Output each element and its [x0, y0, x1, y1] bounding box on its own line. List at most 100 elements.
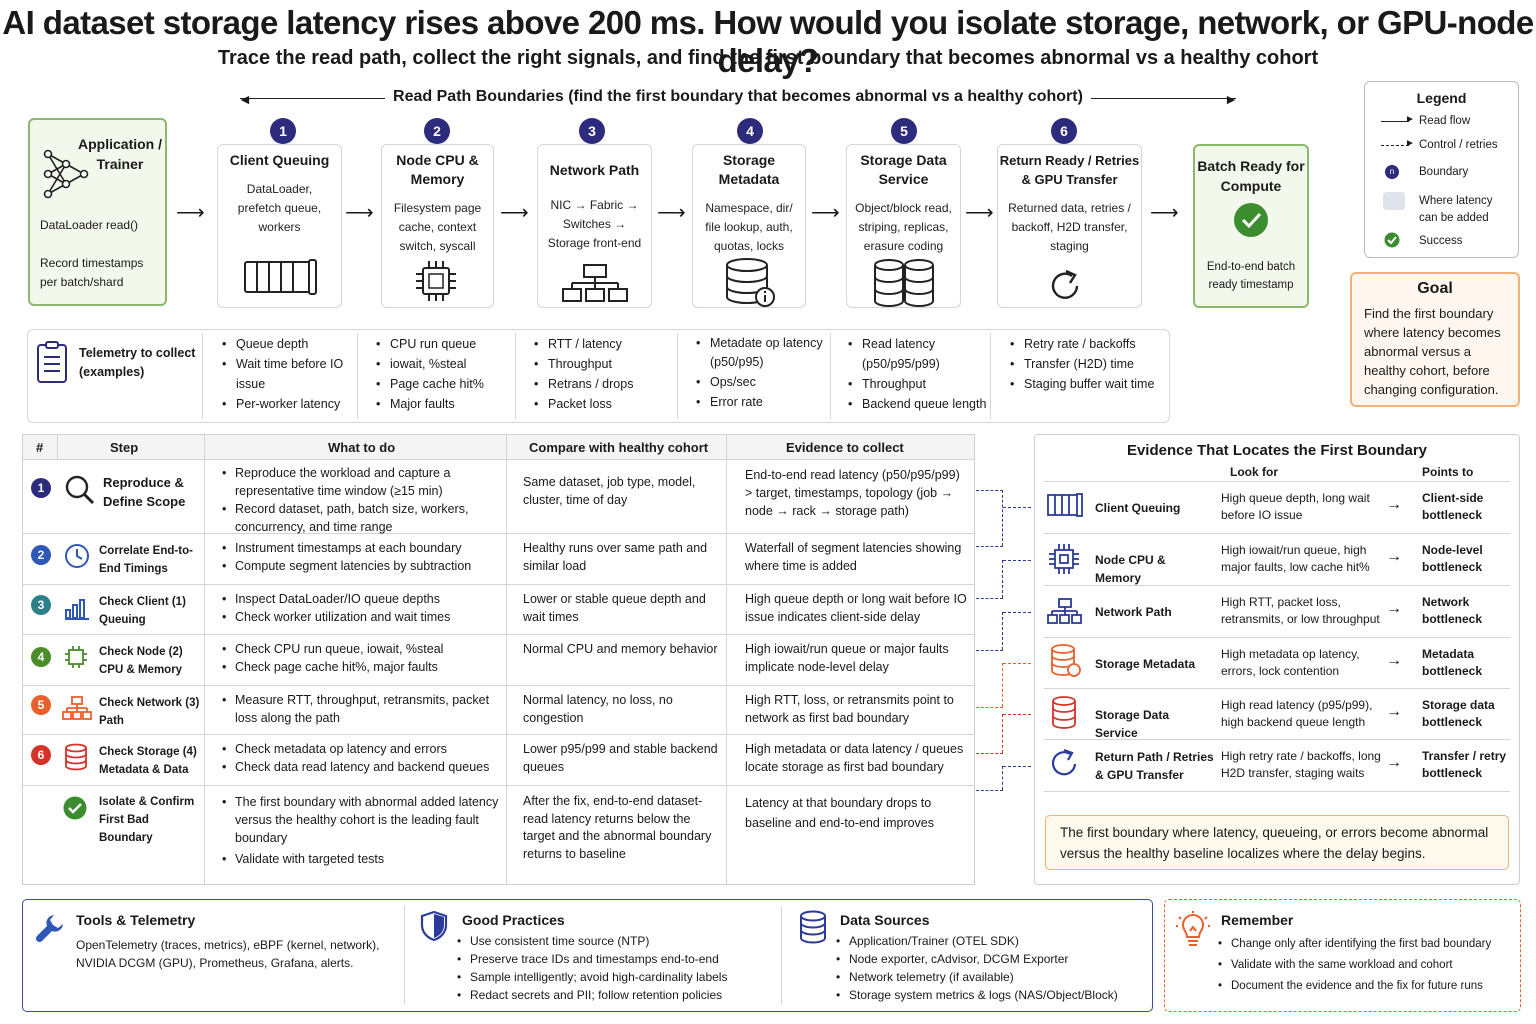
stage-title: Client Queuing	[229, 152, 330, 168]
boundary-4-badge: 4	[737, 118, 763, 144]
list-item: Sample intelligently; avoid high-cardina…	[457, 968, 773, 986]
todo-item: Check CPU run queue, iowait, %steal	[222, 640, 502, 658]
list-item: Network telemetry (if available)	[836, 968, 1148, 986]
application-trainer-box: Application / Trainer DataLoader read() …	[28, 118, 167, 306]
boundary-2-badge: 2	[424, 118, 450, 144]
practices-title: Good Practices	[462, 912, 565, 928]
boundary-5-badge: 5	[891, 118, 917, 144]
flow-arrow: ⟶	[1150, 202, 1179, 224]
col-header: #	[36, 440, 44, 455]
database-icon	[800, 910, 826, 944]
row-badge: 2	[31, 545, 51, 565]
telemetry-column: Retry rate / backoffsTransfer (H2D) time…	[1010, 334, 1158, 394]
todo-item: Check worker utilization and wait times	[222, 608, 502, 626]
evidence-boundary-name: Node CPU & Memory	[1095, 553, 1166, 585]
points-arrow-icon: →	[1386, 652, 1402, 669]
evidence-summary: The first boundary where latency, queuei…	[1060, 825, 1489, 861]
todo-list: The first boundary with abnormal added l…	[222, 793, 502, 868]
evidence-points-to: Storage data bottleneck	[1422, 698, 1495, 729]
success-check-icon	[1234, 203, 1268, 237]
latency-area-legend-icon	[1383, 192, 1405, 210]
app-line2: Record timestamps per batch/shard	[40, 256, 144, 289]
goal-title: Goal	[1417, 280, 1453, 297]
steps-table	[22, 434, 975, 885]
telemetry-column: Read latency (p50/p95/p99)ThroughputBack…	[848, 334, 988, 414]
todo-list: Reproduce the workload and capture a rep…	[222, 464, 502, 536]
telemetry-column: Queue depthWait time before IO issuePer-…	[222, 334, 362, 414]
stage-desc: NIC → Fabric → Switches → Storage front-…	[547, 198, 642, 250]
remember-box	[1164, 899, 1521, 1012]
evidence-boundary-name: Return Path / Retries & GPU Transfer	[1095, 750, 1214, 782]
compare-text: Lower p95/p99 and stable backend queues	[523, 742, 718, 774]
sources-title: Data Sources	[840, 912, 930, 928]
table-header	[23, 435, 974, 459]
cpu-icon	[416, 261, 456, 301]
telemetry-item: Queue depth	[222, 334, 362, 354]
telemetry-column: Metadate op latency (p50/p95)Ops/secErro…	[696, 334, 836, 412]
points-arrow-icon: →	[1386, 600, 1402, 617]
telemetry-column: CPU run queueiowait, %stealPage cache hi…	[376, 334, 516, 414]
arrowhead-icon: ►	[1405, 138, 1415, 149]
telemetry-item: Metadate op latency (p50/p95)	[696, 334, 836, 372]
todo-list: Check metadata op latency and errorsChec…	[222, 740, 502, 776]
page-title: AI dataset storage latency rises above 2…	[2, 4, 1534, 79]
telemetry-item: Throughput	[848, 374, 988, 394]
telemetry-item: Packet loss	[534, 394, 674, 414]
points-arrow-icon: →	[1386, 496, 1402, 513]
telemetry-item: Transfer (H2D) time	[1010, 354, 1158, 374]
points-to-header: Points to	[1422, 465, 1474, 479]
stage-node-cpu-memory: Node CPU & Memory Filesystem page cache,…	[381, 144, 494, 308]
tools-title: Tools & Telemetry	[76, 912, 196, 928]
right-arrow-icon: ►	[1224, 91, 1238, 107]
todo-item: Instrument timestamps at each boundary	[222, 539, 502, 557]
col-header: Compare with healthy cohort	[529, 440, 709, 455]
row-badge: 3	[31, 595, 51, 615]
stage-desc: Returned data, retries / backoff, H2D tr…	[1008, 201, 1131, 253]
row-badge: 5	[31, 695, 51, 715]
database-icon	[1052, 696, 1076, 729]
step-name: Check Client (1) Queuing	[99, 596, 186, 626]
look-for-header: Look for	[1230, 465, 1278, 479]
list-item: Redact secrets and PII; follow retention…	[457, 986, 773, 1004]
todo-item: Inspect DataLoader/IO queue depths	[222, 590, 502, 608]
evidence-text: High metadata or data latency / queues l…	[745, 742, 964, 774]
clock-icon	[65, 544, 89, 568]
evidence-points-to: Metadata bottleneck	[1422, 647, 1483, 678]
compare-text: Normal latency, no loss, no congestion	[523, 693, 673, 725]
stage-storage-metadata: Storage Metadata Namespace, dir/ file lo…	[692, 144, 806, 308]
telemetry-item: Retry rate / backoffs	[1010, 334, 1158, 354]
compare-text: Lower or stable queue depth and wait tim…	[523, 592, 706, 624]
boundary-legend-icon: n	[1385, 165, 1399, 179]
success-legend-icon	[1384, 232, 1400, 248]
compare-text: Normal CPU and memory behavior	[523, 642, 718, 656]
arrowhead-icon: ►	[1405, 114, 1415, 125]
evidence-look-for: High metadata op latency, errors, lock c…	[1221, 647, 1360, 678]
telemetry-column: RTT / latencyThroughputRetrans / dropsPa…	[534, 334, 674, 414]
list-item: Application/Trainer (OTEL SDK)	[836, 932, 1148, 950]
batch-title: Batch Ready for Compute	[1197, 158, 1305, 194]
network-icon	[562, 264, 628, 302]
telemetry-item: Read latency (p50/p95/p99)	[848, 334, 988, 374]
telemetry-item: Error rate	[696, 392, 836, 412]
info-strip	[22, 899, 1153, 1012]
refresh-icon	[1051, 748, 1077, 776]
step-name: Reproduce & Define Scope	[103, 475, 186, 509]
page-subtitle: Trace the read path, collect the right s…	[217, 47, 1319, 69]
stage-storage-data-service: Storage Data Service Object/block read, …	[846, 144, 961, 308]
stage-return-retries-gpu: Return Ready / Retries & GPU Transfer Re…	[997, 144, 1142, 308]
evidence-boundary-name: Storage Metadata	[1095, 657, 1196, 671]
boundary-1-badge: 1	[270, 118, 296, 144]
clipboard-icon	[37, 341, 67, 383]
stage-title: Return Ready / Retries & GPU Transfer	[999, 153, 1140, 187]
step-name: Isolate & Confirm First Bad Boundary	[99, 796, 195, 844]
legend-item: Where latency can be added	[1419, 195, 1493, 224]
todo-item: Compute segment latencies by subtraction	[222, 557, 502, 575]
refresh-icon	[1051, 269, 1079, 299]
row-badge: 6	[31, 745, 51, 765]
evidence-look-for: High queue depth, long wait before IO is…	[1221, 491, 1370, 522]
stage-desc: Namespace, dir/ file lookup, auth, quota…	[705, 201, 793, 253]
stage-title: Node CPU & Memory	[396, 152, 479, 187]
legend-item: Success	[1419, 235, 1463, 247]
app-line1: DataLoader read()	[40, 218, 139, 232]
telemetry-item: Per-worker latency	[222, 394, 362, 414]
